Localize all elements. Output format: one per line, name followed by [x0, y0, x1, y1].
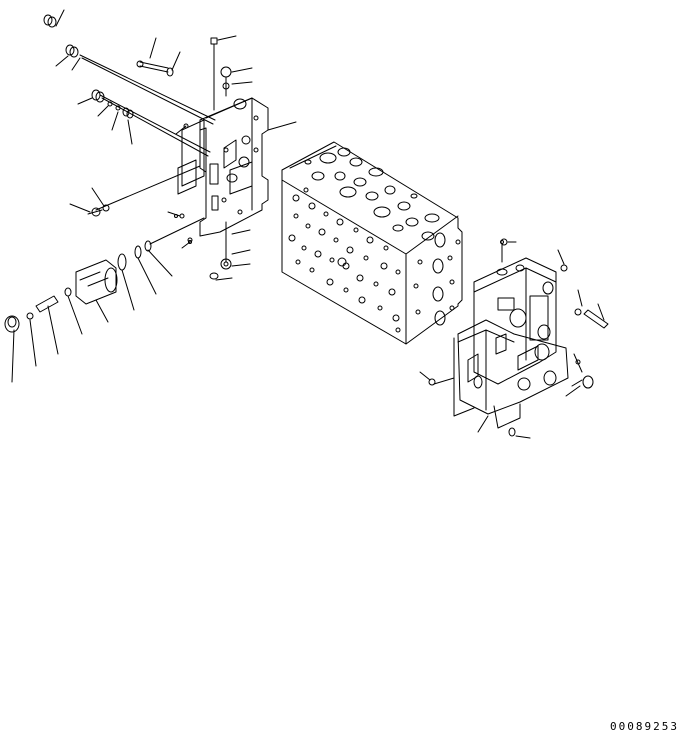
- right-valve-section: [419, 238, 609, 439]
- left-valve-section: [167, 35, 297, 281]
- detail-fasteners: [102, 204, 504, 267]
- top-plug-parts: [43, 9, 81, 71]
- fitting-parts: [77, 89, 134, 145]
- tie-bolt: [79, 37, 216, 157]
- drawing-number: 00089253: [610, 720, 679, 733]
- spool-assembly: [4, 165, 205, 383]
- main-valve-body: [281, 141, 463, 345]
